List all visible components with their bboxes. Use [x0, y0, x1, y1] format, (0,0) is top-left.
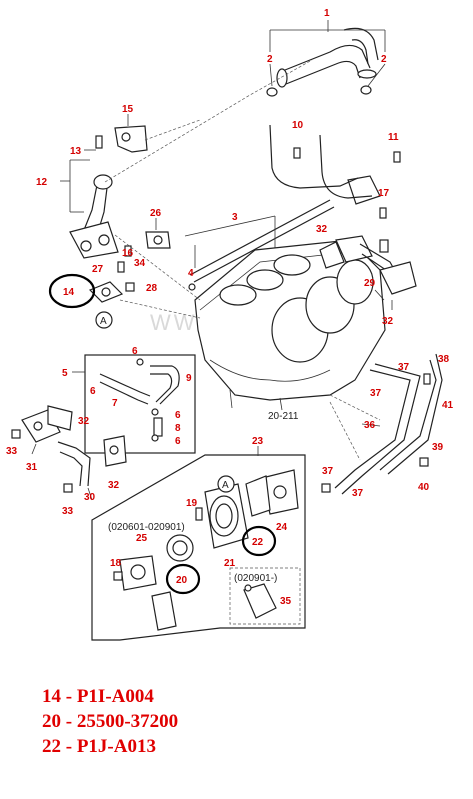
highlight-circle-20 — [165, 563, 201, 595]
heater-pipes-right — [321, 353, 443, 495]
callout-21: 21 — [224, 558, 236, 569]
heater-hose-group — [84, 354, 196, 454]
callout-6: 6 — [90, 386, 96, 397]
callout-36: 36 — [364, 420, 376, 431]
view-marker-a-box: A — [222, 480, 229, 491]
legend-row-22: 22 - P1J-A013 — [42, 736, 156, 757]
bypass-pipe — [189, 124, 381, 283]
coolant-pipe-right — [293, 147, 417, 295]
thermostat-assembly — [91, 454, 306, 641]
callout-27: 27 — [92, 264, 104, 275]
engine-block — [194, 239, 386, 411]
view-marker-a-left: A — [100, 316, 107, 327]
callout-4: 4 — [188, 268, 194, 279]
callout-37: 37 — [322, 466, 334, 477]
callout-32: 32 — [316, 224, 328, 235]
callout-25: 25 — [136, 533, 148, 544]
callout-30: 30 — [84, 492, 96, 503]
callout-12: 12 — [36, 177, 48, 188]
callout-23: 23 — [252, 436, 264, 447]
callout-29: 29 — [364, 278, 376, 289]
callout-3: 3 — [232, 212, 238, 223]
callout-6: 6 — [175, 436, 181, 447]
callout-18: 18 — [110, 558, 122, 569]
water-inlet-assembly — [11, 405, 127, 493]
callout-2: 2 — [381, 54, 387, 65]
callout-40: 40 — [418, 482, 430, 493]
callout-labels: 1 2 2 3 4 5 6 6 6 6 7 8 9 10 11 12 13 14… — [6, 8, 454, 607]
callout-24: 24 — [276, 522, 288, 533]
water-outlet-assembly — [69, 125, 171, 303]
callout-35: 35 — [280, 596, 292, 607]
callout-38: 38 — [438, 354, 450, 365]
callout-7: 7 — [112, 398, 118, 409]
callout-33: 33 — [6, 446, 18, 457]
callout-31: 31 — [26, 462, 38, 473]
callout-39: 39 — [432, 442, 444, 453]
legend-row-14: 14 - P1I-A004 — [42, 686, 154, 707]
callout-9: 9 — [186, 373, 192, 384]
callout-32: 32 — [108, 480, 120, 491]
exploded-parts-diagram: WWW.BDM 20-211 — [6, 8, 454, 641]
callout-22: 22 — [252, 537, 264, 548]
callout-37: 37 — [352, 488, 364, 499]
callout-8: 8 — [175, 423, 181, 434]
highlight-circle-22 — [241, 525, 277, 557]
date-range-early: (020601-020901) — [108, 522, 185, 533]
callout-6: 6 — [132, 346, 138, 357]
callout-34: 34 — [134, 258, 146, 269]
callout-5: 5 — [62, 368, 68, 379]
callout-1: 1 — [324, 8, 330, 19]
callout-20: 20 — [176, 575, 188, 586]
figure-reference: 20-211 — [268, 411, 299, 422]
legend-row-20: 20 - 25500-37200 — [42, 711, 179, 732]
date-range-late: (020901-) — [234, 573, 277, 584]
callout-15: 15 — [122, 104, 134, 115]
part-number-legend: 14 - P1I-A004 20 - 25500-37200 22 - P1J-… — [42, 684, 178, 759]
callout-10: 10 — [292, 120, 304, 131]
callout-17: 17 — [378, 188, 390, 199]
callout-32: 32 — [78, 416, 90, 427]
callout-26: 26 — [150, 208, 162, 219]
callout-33: 33 — [62, 506, 74, 517]
upper-water-pipe — [266, 27, 379, 97]
callout-16: 16 — [122, 248, 134, 259]
callout-32: 32 — [382, 316, 394, 327]
callout-41: 41 — [442, 400, 454, 411]
callout-6: 6 — [175, 410, 181, 421]
callout-19: 19 — [186, 498, 198, 509]
callout-37: 37 — [398, 362, 410, 373]
callout-28: 28 — [146, 283, 158, 294]
callout-14: 14 — [63, 287, 75, 298]
callout-11: 11 — [388, 132, 399, 143]
highlight-circle-14 — [48, 273, 96, 309]
callout-13: 13 — [70, 146, 82, 157]
callout-37: 37 — [370, 388, 382, 399]
callout-2: 2 — [267, 54, 273, 65]
